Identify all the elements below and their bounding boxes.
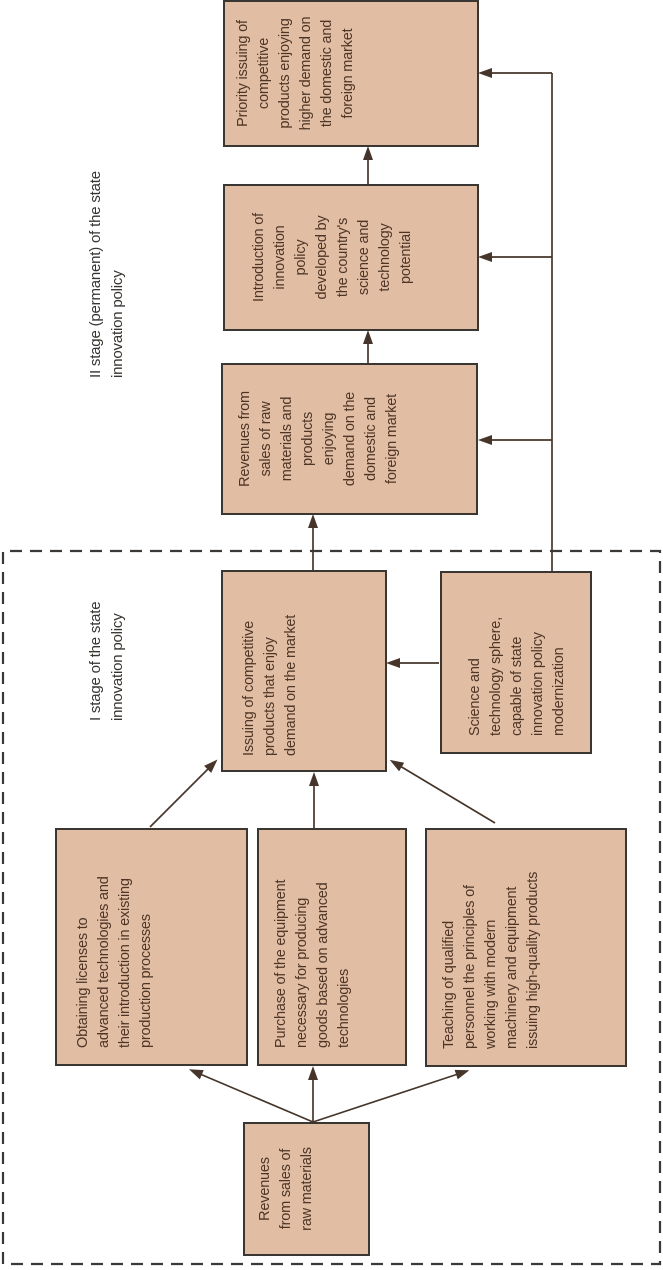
- stage1-dashed-border: [1, 549, 662, 1266]
- box-issuing-competitive-products: Issuing of competitive products that enj…: [221, 570, 387, 772]
- box-science-technology-sphere: Science and technology sphere, capable o…: [440, 571, 592, 754]
- box-introduction-innovation-policy: Introduction of innovation policy develo…: [223, 184, 479, 331]
- box-obtaining-licenses: Obtaining licenses to advanced technolog…: [55, 828, 248, 1066]
- arrow-revenues-raw-to-teaching: [312, 1069, 470, 1123]
- arrow-obtaining-to-issuing: [149, 759, 218, 828]
- box-purchase-equipment: Purchase of the equipment necessary for …: [257, 828, 407, 1066]
- arrow-revenues-raw-to-obtaining: [188, 1069, 314, 1123]
- stage2-label: II stage (permanent) of the state innova…: [87, 171, 126, 378]
- box-priority-issuing: Priority issuing of competitive products…: [223, 0, 479, 147]
- box-revenues-raw-materials: Revenues from sales of raw materials: [243, 1122, 370, 1256]
- box-teaching-personnel: Teaching of qualified personnel the prin…: [425, 828, 627, 1067]
- stage1-label: I stage of the state innovation policy: [87, 601, 126, 721]
- box-revenues-products: Revenues from sales of raw materials and…: [221, 363, 478, 515]
- arrow-teaching-to-issuing: [389, 759, 496, 824]
